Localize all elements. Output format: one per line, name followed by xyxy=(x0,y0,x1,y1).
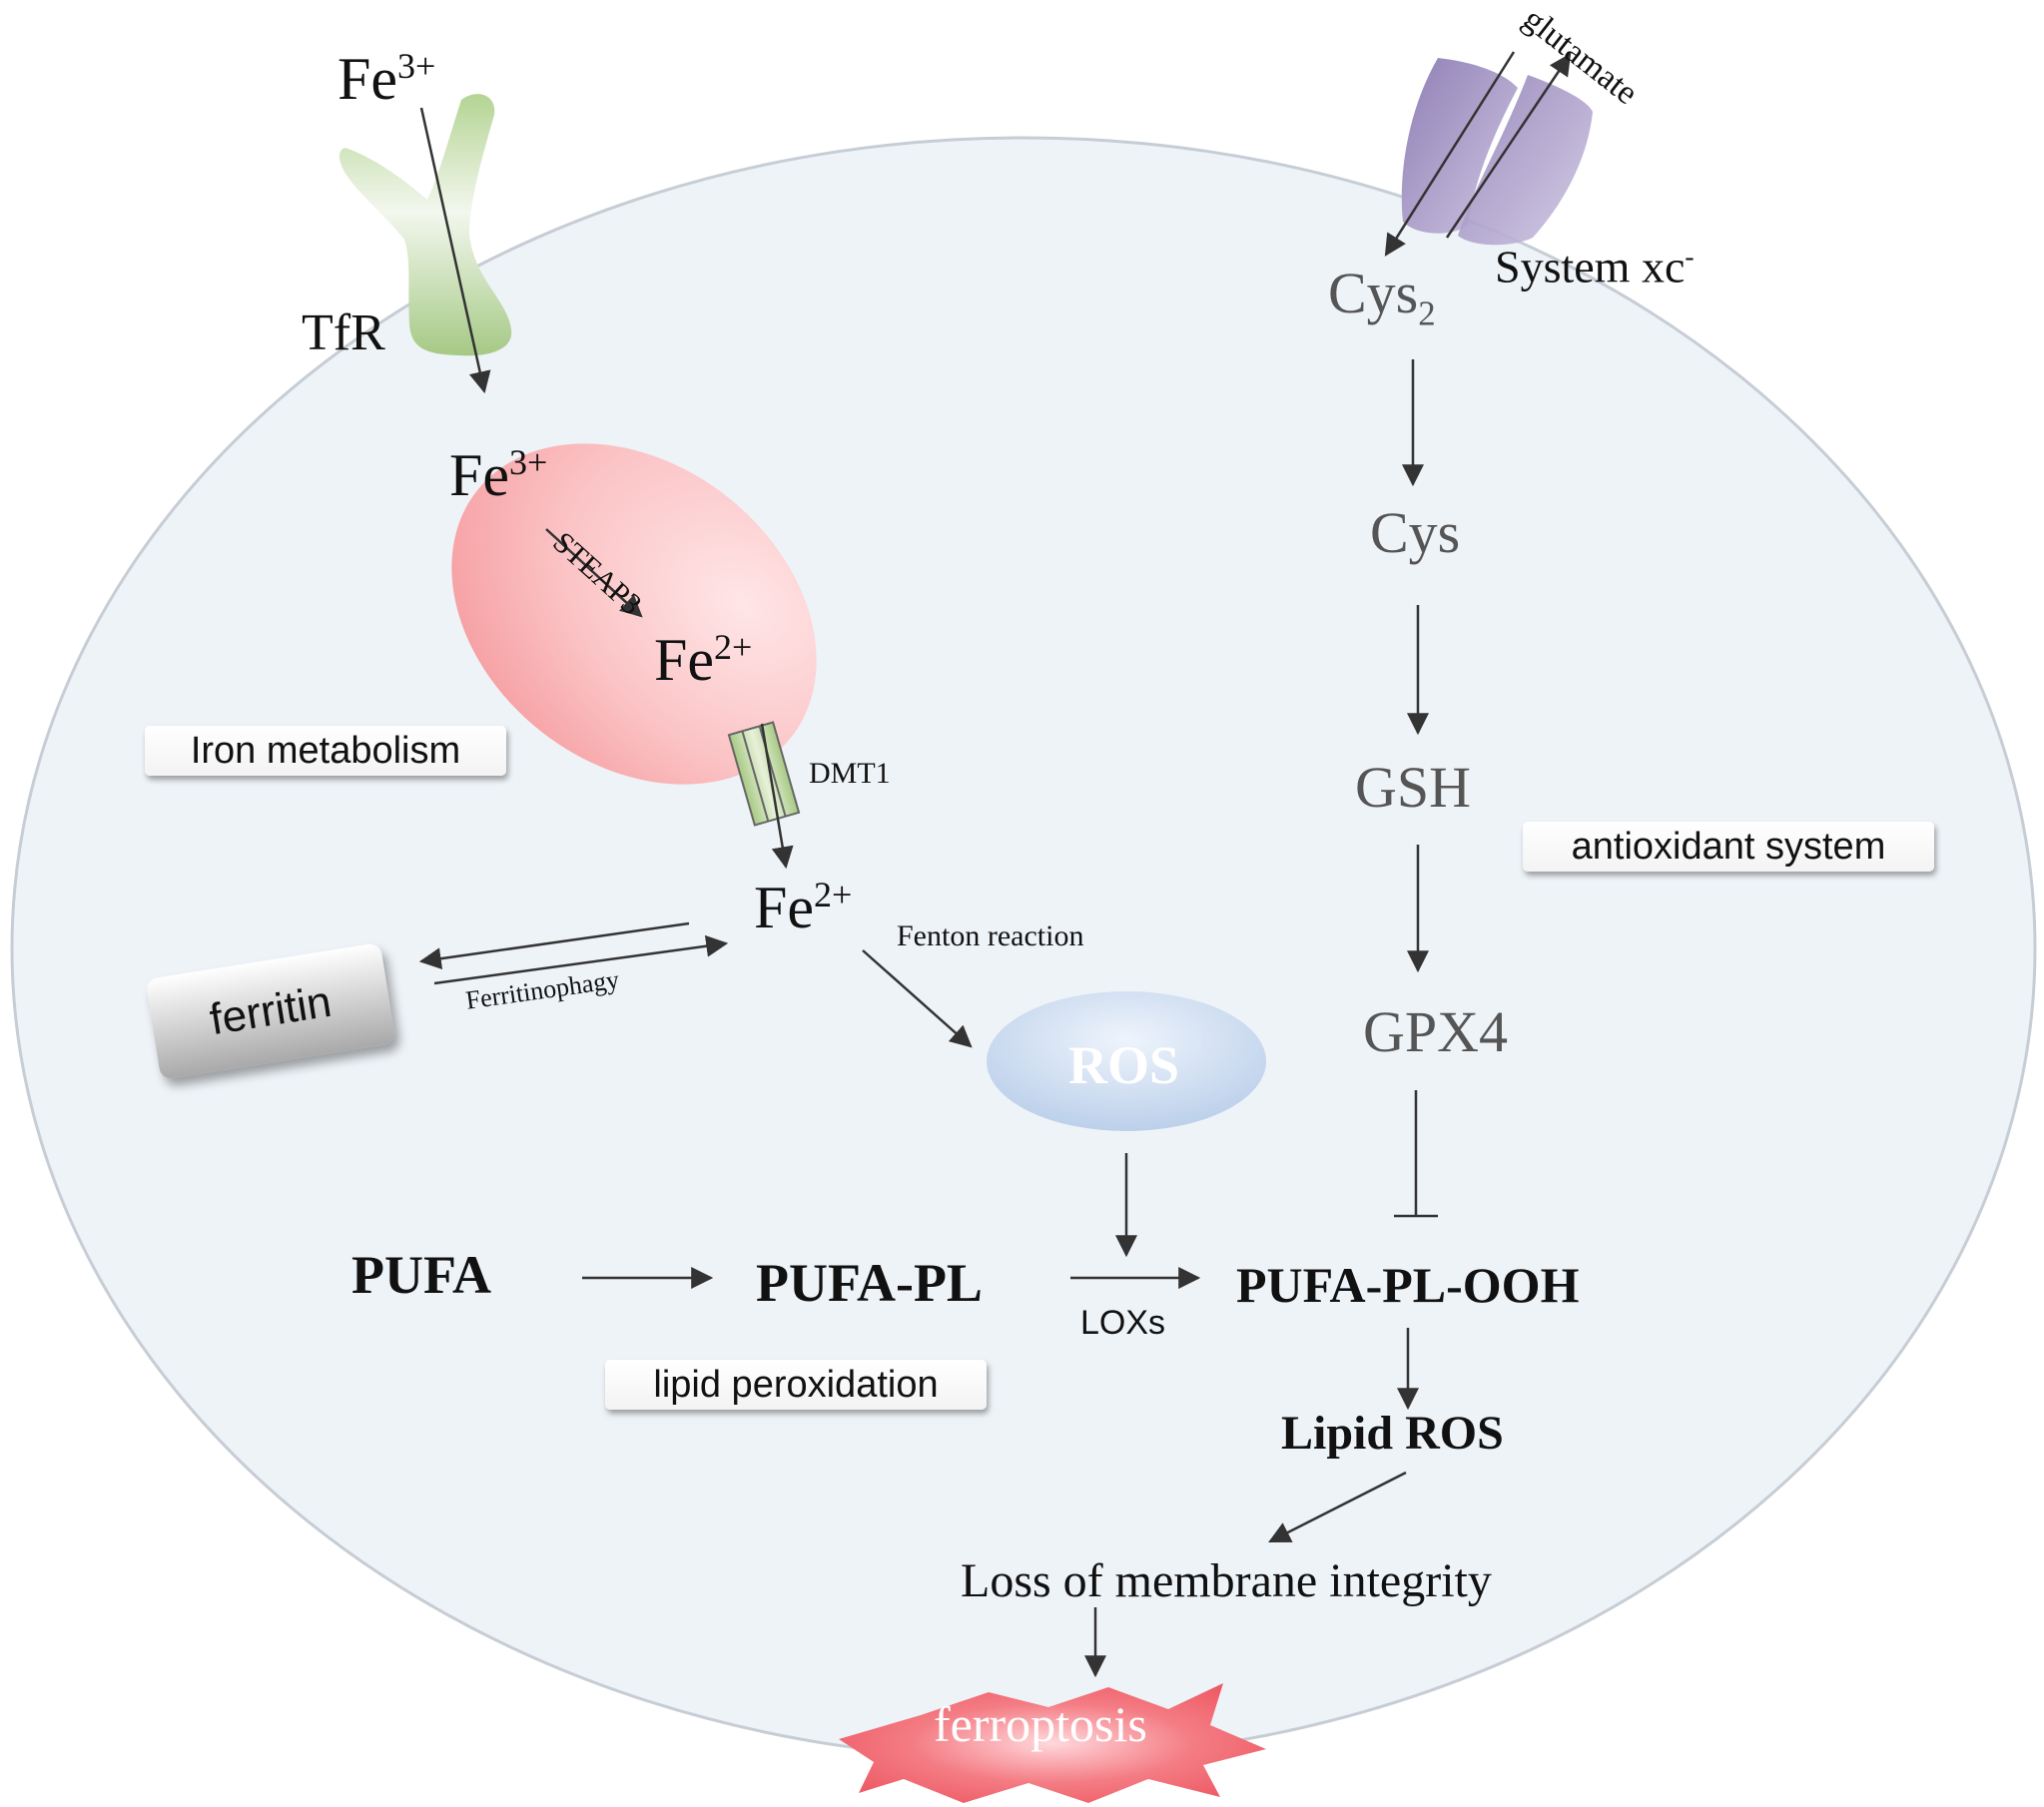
gsh-label: GSH xyxy=(1355,755,1472,820)
system-xc-transporter xyxy=(1401,58,1518,234)
ferroptosis-burst xyxy=(839,1683,1266,1803)
cys-label: Cys xyxy=(1370,500,1461,565)
ros-ellipse xyxy=(987,991,1266,1131)
system-xc-label: System xc- xyxy=(1495,241,1695,293)
ferroptosis-label: ferroptosis xyxy=(934,1696,1147,1752)
fe2-endosome-label: Fe2+ xyxy=(654,627,753,693)
ros-label: ROS xyxy=(1068,1035,1180,1095)
system-xc-transporter-right xyxy=(1458,75,1593,246)
arrow-dmt1 xyxy=(760,723,794,870)
arrow-steap3 xyxy=(545,528,643,618)
dmt1-label: DMT1 xyxy=(809,757,891,790)
pufa-label: PUFA xyxy=(351,1245,491,1305)
arrow-lipidros-loss xyxy=(1268,1471,1407,1543)
arrow-fe3-import xyxy=(419,107,491,394)
tfr-label: TfR xyxy=(302,304,385,361)
loss-membrane-label: Loss of membrane integrity xyxy=(961,1554,1492,1607)
lipid-ros-label: Lipid ROS xyxy=(1281,1407,1504,1460)
gpx4-label: GPX4 xyxy=(1363,999,1509,1064)
fe2-cytosol-label: Fe2+ xyxy=(754,875,853,940)
fe3-endosome-label: Fe3+ xyxy=(449,442,548,508)
ferritin-label: ferritin xyxy=(206,976,336,1045)
tag-antioxidant-system: antioxidant system xyxy=(1523,822,1934,872)
tfr-receptor xyxy=(339,94,512,356)
pufa-pl-label: PUFA-PL xyxy=(756,1253,983,1313)
arrow-to-ferritin xyxy=(418,921,690,970)
tag-iron-metabolism: Iron metabolism xyxy=(145,726,506,776)
fenton-label: Fenton reaction xyxy=(897,919,1084,952)
cys2-label: Cys2 xyxy=(1328,261,1436,333)
arrow-xc-import xyxy=(1384,51,1516,257)
arrow-xc-export xyxy=(1445,53,1572,239)
fe3-outside-label: Fe3+ xyxy=(338,46,436,112)
loxs-label: LOXs xyxy=(1080,1304,1166,1342)
tag-lipid-peroxidation: lipid peroxidation xyxy=(605,1360,987,1410)
arrow-fenton xyxy=(862,949,973,1048)
pufa-pl-ooh-label: PUFA-PL-OOH xyxy=(1236,1257,1580,1313)
arrow-from-ferritin xyxy=(433,934,729,985)
